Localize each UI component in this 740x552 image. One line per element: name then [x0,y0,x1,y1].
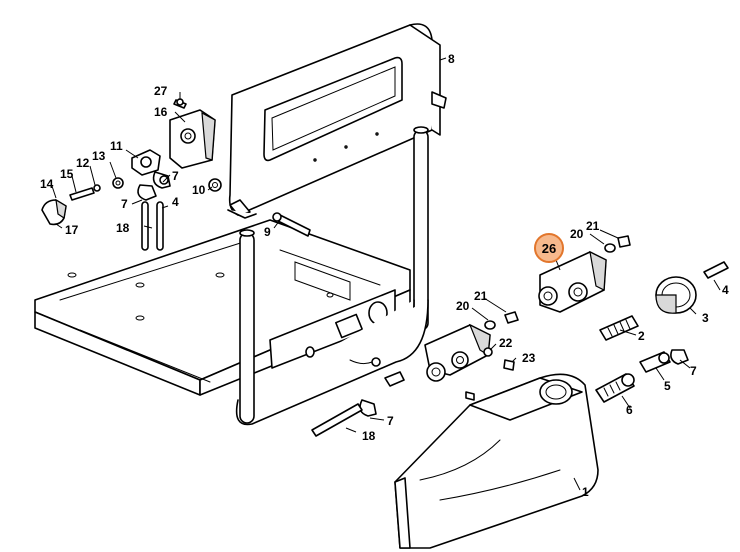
fuel-tank-1 [394,373,599,549]
screw-21-right [617,235,631,248]
label-3: 3 [702,311,709,325]
spring-13 [112,177,124,189]
label-2: 2 [638,329,645,343]
connector-6 [595,373,635,403]
knob-17 [41,198,67,226]
screw-23 [503,359,515,371]
label-8: 8 [448,52,455,66]
label-7-left: 7 [121,197,128,211]
label-27: 27 [154,84,168,98]
pin-4 [703,261,729,279]
label-6: 6 [626,403,633,417]
highlight-label: 26 [542,241,556,256]
label-1: 1 [582,485,589,499]
leader-lines [51,57,721,491]
label-23: 23 [522,351,536,365]
grommet-10 [208,178,222,192]
label-18-upper: 18 [116,221,130,235]
label-10: 10 [192,183,206,197]
label-7-bottom: 7 [387,414,394,428]
switch-bracket-16 [169,109,216,169]
label-14: 14 [40,177,54,191]
oring-20-center [484,320,496,330]
label-21-right: 21 [586,219,600,233]
label-4-left: 4 [172,195,179,209]
connector-2 [599,315,639,341]
oring-20-right [604,243,616,253]
highlight-26[interactable]: 26 [534,233,564,263]
label-15: 15 [60,167,74,181]
clip-7-right [670,349,689,365]
label-11: 11 [110,139,123,153]
valve-fitting-26 [538,250,607,313]
part-labels: 27 16 11 12 13 15 14 17 7 7 18 4 10 9 8 … [40,52,729,499]
handle-frame [227,23,447,426]
rod-4 [156,201,164,251]
label-9: 9 [264,225,271,239]
label-20-center: 20 [456,299,470,313]
switch-wire [349,357,405,387]
highlight-circle [534,233,564,263]
connector-5 [639,351,671,373]
label-20-right: 20 [570,227,584,241]
label-4-right: 4 [722,283,729,297]
screw-lower-center [465,391,475,401]
switch-11 [131,149,161,176]
clip-7-lower [137,184,157,201]
rod-18-lower [311,403,363,437]
label-21-center: 21 [474,289,488,303]
screw-9 [272,212,311,237]
label-13: 13 [92,149,106,163]
label-16: 16 [154,105,168,119]
label-18-lower: 18 [362,429,376,443]
label-12: 12 [76,156,90,170]
cap-3 [655,276,697,314]
clip-7-bottom [359,399,377,417]
screw-21-center [504,311,519,324]
clip-7-upper [152,171,171,189]
label-5: 5 [664,379,671,393]
washer-12 [93,184,101,192]
label-17: 17 [65,223,79,237]
label-7-right: 7 [690,364,697,378]
valve-fitting-center [424,323,491,382]
label-22: 22 [499,336,513,350]
spindle-15 [69,187,95,201]
label-7-upper: 7 [172,169,179,183]
screw-27 [173,98,187,109]
base-frame [34,219,411,396]
